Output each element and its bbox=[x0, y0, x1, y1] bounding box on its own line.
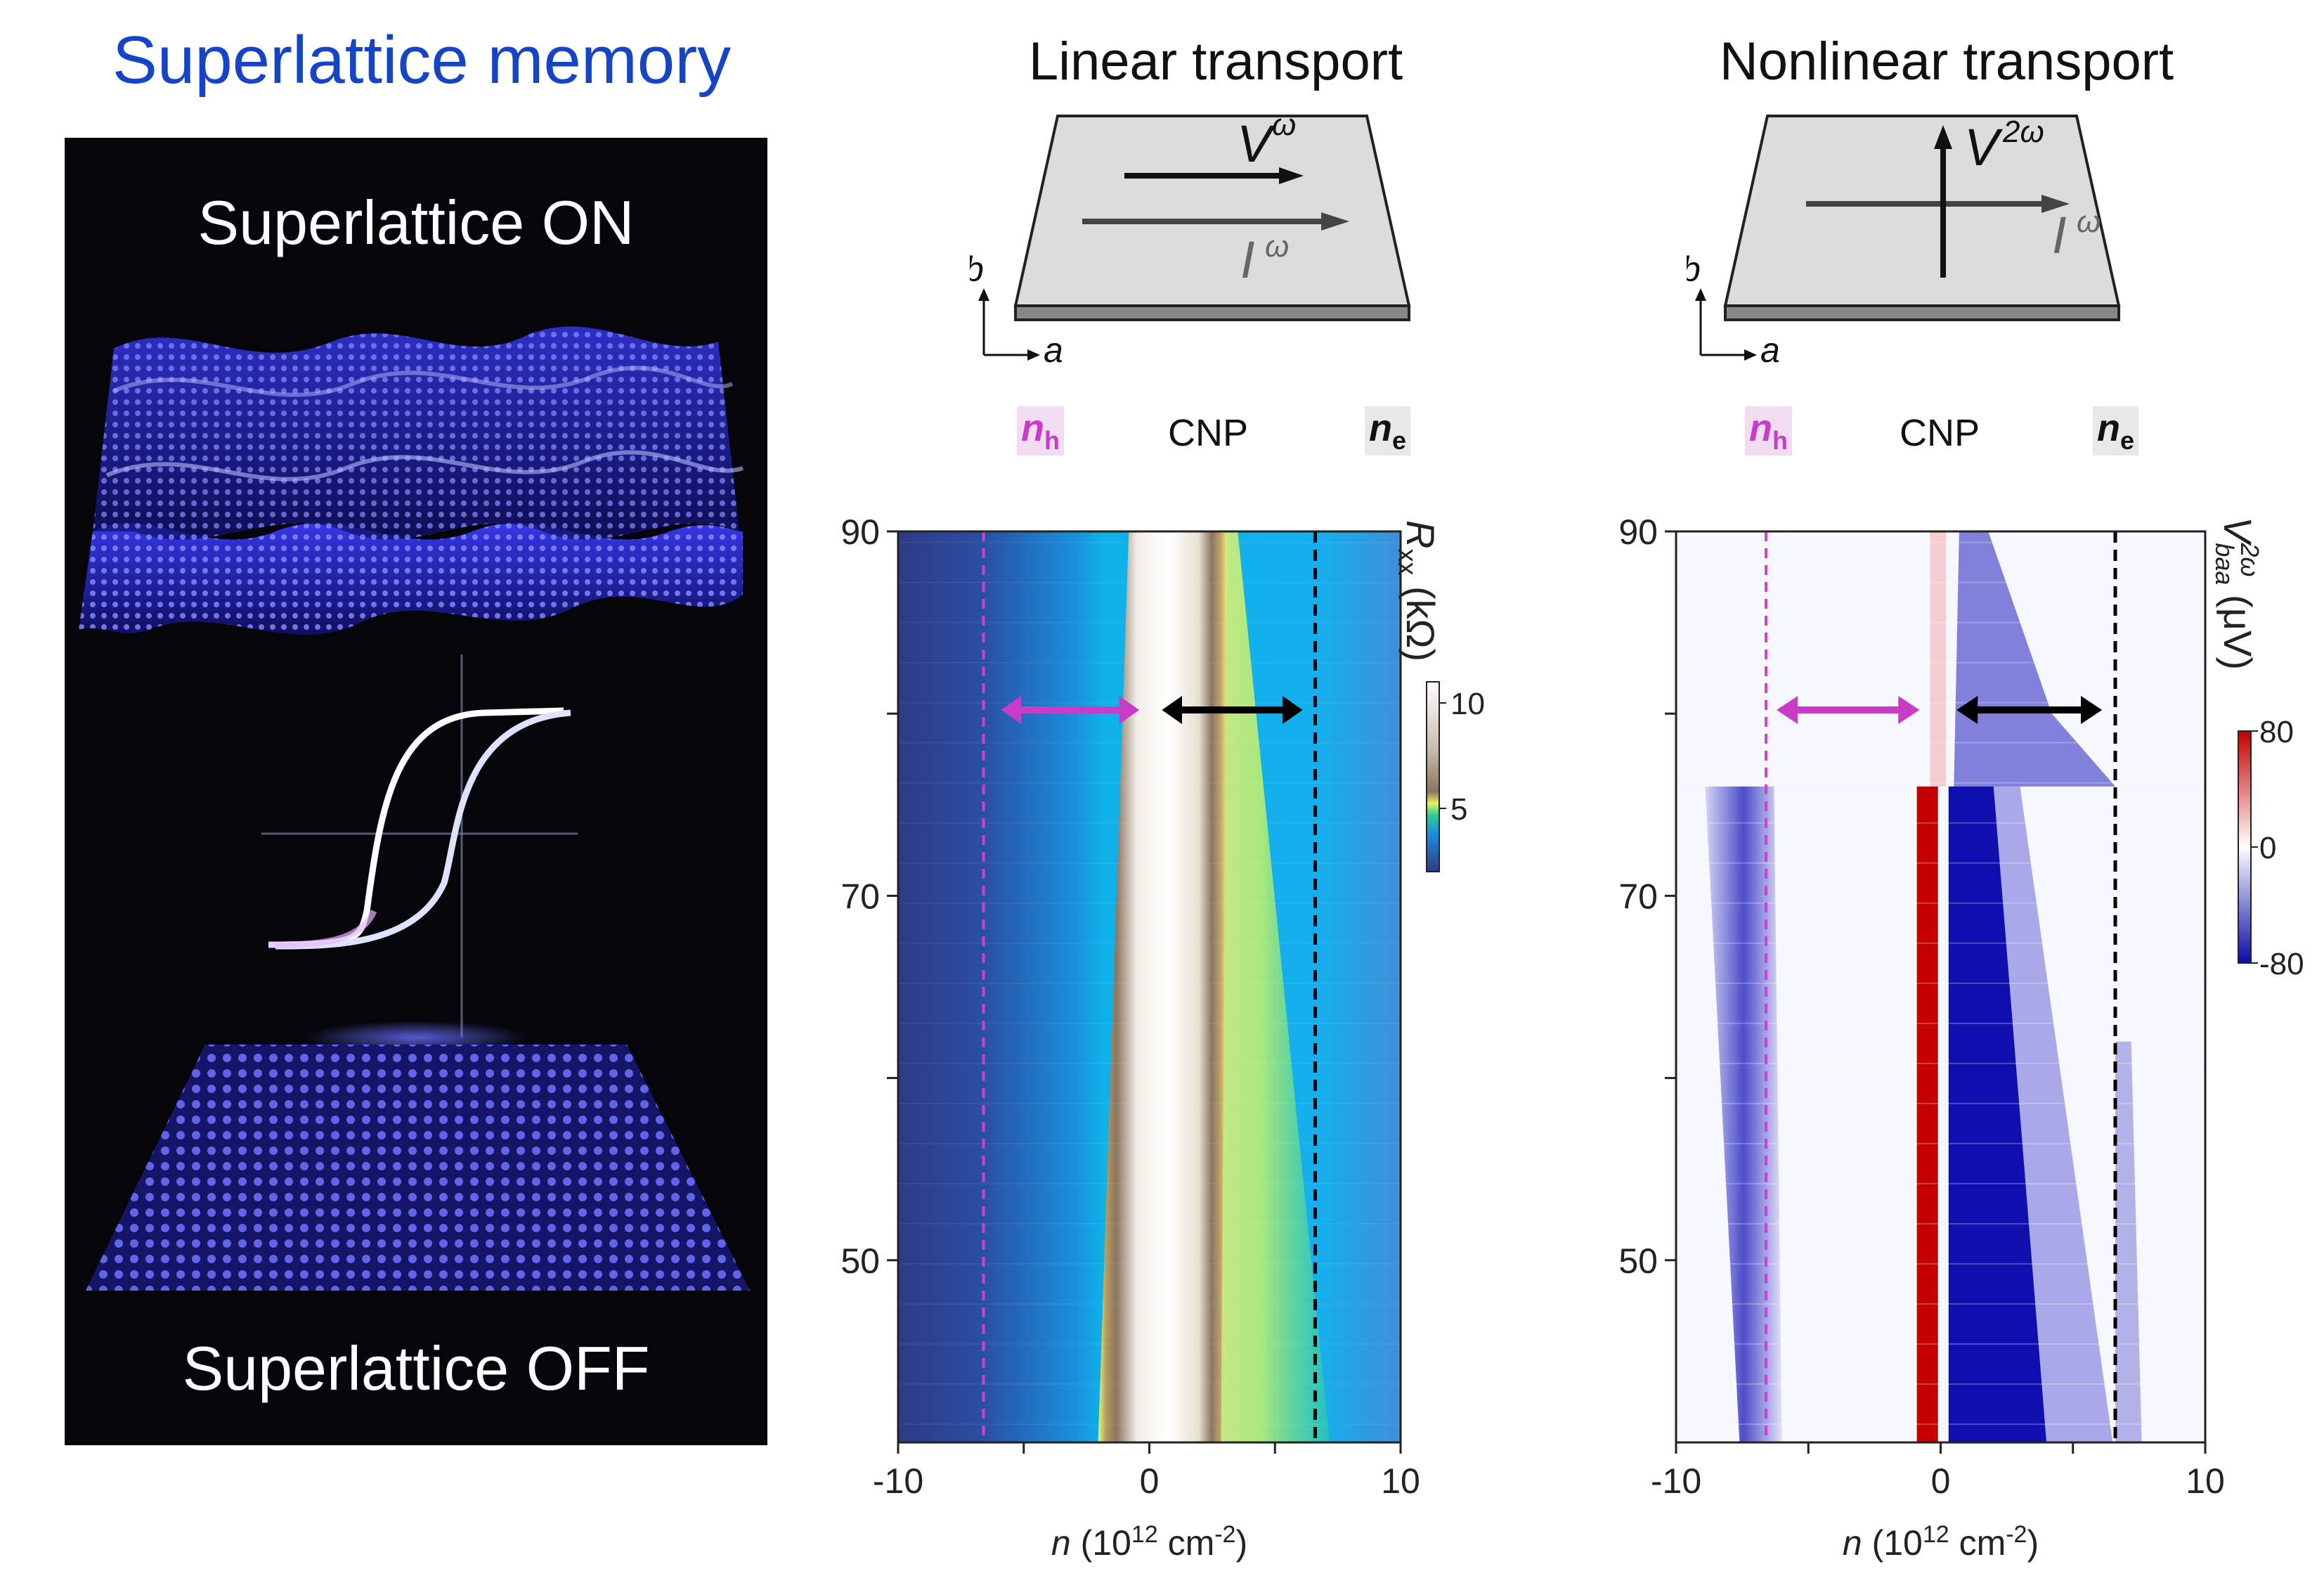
ne-marker-label: ne bbox=[1365, 406, 1411, 455]
vbaa-high-t-red bbox=[1930, 531, 1947, 787]
x-tick-label: 0 bbox=[1140, 1461, 1160, 1501]
vbaa-blue-band bbox=[1948, 786, 2047, 1442]
ne-marker-label-2: ne bbox=[2093, 406, 2139, 455]
colorbar-tick-label: 10 bbox=[1450, 687, 1485, 721]
x-axis-label: n (1012 cm-2) bbox=[1051, 1521, 1247, 1563]
x-axis-label: n (1012 cm-2) bbox=[1843, 1521, 2039, 1563]
rxx-colorbar bbox=[1426, 681, 1440, 872]
v-2omega-label: V bbox=[1964, 118, 2004, 176]
superlattice-on-label: Superlattice ON bbox=[197, 188, 635, 257]
i-omega-label: I bbox=[1240, 231, 1255, 289]
ne-arrowhead-right bbox=[1282, 696, 1303, 725]
cnp-label: CNP bbox=[1168, 412, 1249, 454]
v-omega-label: V bbox=[1237, 115, 1276, 173]
ne-arrowhead-left bbox=[1956, 696, 1978, 725]
i-omega-sup: ω bbox=[1265, 229, 1289, 264]
page-title: Superlattice memory bbox=[112, 22, 732, 98]
illustration-art bbox=[79, 326, 750, 1291]
colorbar-tick-label: 5 bbox=[1450, 792, 1467, 827]
nh-arrowhead-right bbox=[1898, 696, 1920, 725]
vbaa-hole-blue bbox=[1705, 786, 1782, 1442]
ne-arrowhead-right bbox=[2081, 696, 2103, 725]
rxx-peak-band bbox=[1098, 531, 1228, 1442]
y-tick-label: 90 bbox=[840, 512, 880, 552]
vbaa-ne-blue bbox=[2115, 1041, 2142, 1442]
vbaa-heatmap-chart: -10 0 10 50 70 90 n (1012 cm-2) 80 0 -80 Vbaa2ω (μ… bbox=[1618, 512, 2304, 1563]
colorbar-tick-label: -80 bbox=[2259, 947, 2304, 981]
vbaa-high-t-blue bbox=[1954, 531, 2115, 787]
vbaa-red-stripe bbox=[1916, 786, 1938, 1442]
linear-schematic: V ω I ω b a bbox=[970, 108, 1411, 366]
y-tick-label: 90 bbox=[1618, 512, 1658, 552]
axis-b-label: b bbox=[1687, 250, 1701, 289]
axis-a-label: a bbox=[1760, 330, 1780, 366]
nh-arrowhead-left bbox=[1001, 696, 1022, 725]
rxx-colorbar-label: Rxx (kΩ) bbox=[1392, 520, 1443, 661]
nh-arrowhead-right bbox=[1119, 696, 1140, 725]
nonlinear-transport-title: Nonlinear transport bbox=[1719, 32, 2174, 91]
nh-arrowhead-left bbox=[1777, 696, 1798, 725]
vbaa-colorbar bbox=[2238, 730, 2252, 964]
nh-marker-label-2: nh bbox=[1745, 406, 1792, 455]
hysteresis-loop-icon bbox=[261, 654, 578, 1038]
i-omega-sup: ω bbox=[2077, 205, 2101, 239]
x-tick-label: 0 bbox=[1931, 1461, 1951, 1501]
y-tick-label: 50 bbox=[840, 1241, 880, 1281]
v-2omega-sup: 2ω bbox=[2002, 115, 2044, 149]
cnp-label-2: CNP bbox=[1900, 412, 1980, 454]
superlattice-illustration: Superlattice ON bbox=[65, 138, 767, 1445]
nh-marker-label: nh bbox=[1017, 406, 1064, 455]
superlattice-off-label: Superlattice OFF bbox=[182, 1333, 650, 1403]
y-tick-label: 70 bbox=[1618, 877, 1658, 916]
axis-a-label: a bbox=[1044, 330, 1063, 366]
y-tick-label: 50 bbox=[1618, 1241, 1658, 1281]
x-tick-label: -10 bbox=[873, 1461, 923, 1501]
colorbar-tick-label: 80 bbox=[2259, 715, 2294, 749]
nonlinear-schematic: V 2ω I ω b a bbox=[1687, 115, 2121, 366]
vbaa-blue-tail bbox=[1993, 786, 2113, 1442]
x-tick-label: -10 bbox=[1651, 1461, 1701, 1501]
ne-arrowhead-left bbox=[1162, 696, 1182, 725]
i-omega-label: I bbox=[2052, 206, 2067, 264]
linear-transport-title: Linear transport bbox=[1028, 32, 1403, 91]
y-tick-label: 70 bbox=[840, 877, 880, 916]
x-tick-label: 10 bbox=[2186, 1461, 2225, 1501]
colorbar-tick-label: 0 bbox=[2259, 831, 2276, 865]
v-omega-sup: ω bbox=[1272, 108, 1296, 142]
rxx-shoulder-band bbox=[1194, 531, 1330, 1442]
vbaa-colorbar-label: Vbaa2ω (μV) bbox=[2210, 517, 2264, 670]
vbaa-plot-area: -10 0 10 50 70 90 n (1012 cm-2) 80 0 -80 Vbaa2ω (μ… bbox=[1618, 512, 2304, 1563]
axis-b-label: b bbox=[970, 250, 984, 289]
x-tick-label: 10 bbox=[1381, 1461, 1420, 1501]
